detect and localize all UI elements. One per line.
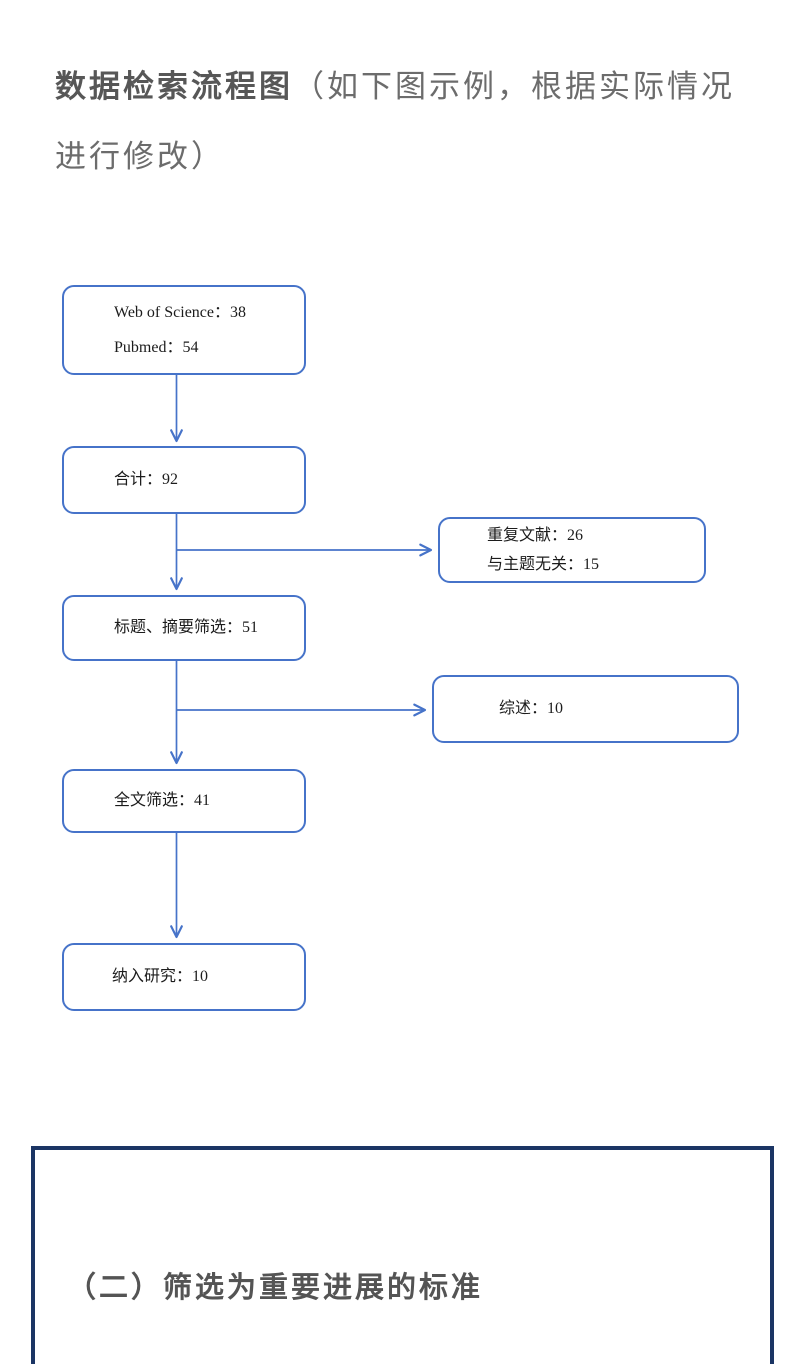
flow-box-reviews: 综述：10 [432, 675, 739, 743]
flow-box-sources: Web of Science：38 Pubmed：54 [62, 285, 306, 375]
flow-box-included: 纳入研究：10 [62, 943, 306, 1011]
flow-box-total: 合计：92 [62, 446, 306, 514]
flow-box-fulltext-screen: 全文筛选：41 [62, 769, 306, 833]
page-title-note-line2: 进行修改） [55, 139, 225, 174]
flow-box-sources-line1: Web of Science：38 [114, 303, 247, 321]
flow-box-sources-line2: Pubmed：54 [114, 338, 199, 356]
section-heading: （二）筛选为重要进展的标准 [67, 1272, 484, 1304]
flow-box-duplicates-irrelevant: 重复文献：26 与主题无关：15 [438, 517, 706, 583]
flow-box-reviews-line1: 综述：10 [499, 700, 564, 717]
flow-box-included-line1: 纳入研究：10 [112, 968, 209, 985]
page-title-bold: 数据检索流程图 [55, 69, 293, 104]
flow-box-duplicates-line1: 重复文献：26 [487, 526, 584, 544]
flow-box-duplicates-line2: 与主题无关：15 [487, 555, 600, 573]
flow-box-total-line1: 合计：92 [114, 471, 179, 488]
section-container: （二）筛选为重要进展的标准 [31, 1146, 774, 1364]
page-title-note: （如下图示例，根据实际情况 [293, 69, 735, 104]
flow-box-fulltext-line1: 全文筛选：41 [114, 792, 211, 809]
flow-box-title-abstract-screen: 标题、摘要筛选：51 [62, 595, 306, 661]
page-title: 数据检索流程图（如下图示例，根据实际情况 进行修改） [55, 52, 775, 192]
flow-box-title-abstract-line1: 标题、摘要筛选：51 [114, 619, 259, 636]
